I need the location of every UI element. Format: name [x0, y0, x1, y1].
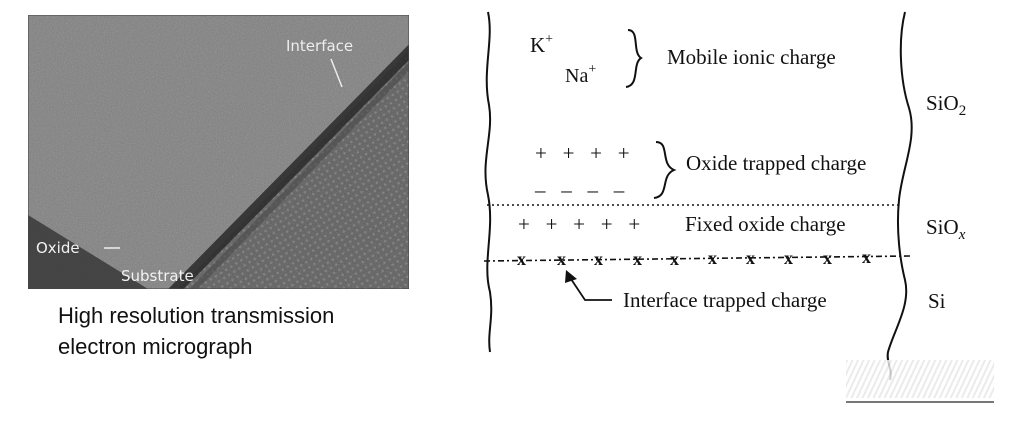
region-label-siox: SiOx [926, 215, 966, 243]
fixed-plus-row: + + + + + [518, 212, 640, 236]
trap-mark: x [746, 248, 755, 268]
caption-line-1: High resolution transmission [58, 303, 335, 328]
right-boundary-line [886, 11, 913, 381]
trap-mark: x [823, 248, 832, 268]
trap-mark: x [557, 249, 566, 269]
interface-trapped-label: Interface trapped charge [623, 288, 827, 312]
tem-micrograph: Interface Oxide Substrate [28, 15, 409, 289]
interface-trapped-arrow [570, 278, 612, 301]
oxide-minus-row: – – – – [534, 178, 625, 202]
scan-artifact [846, 360, 994, 398]
fixed-oxide-label: Fixed oxide charge [685, 212, 846, 236]
oxide-trapped-brace [653, 141, 677, 199]
ion-k: K+ [530, 32, 553, 57]
scan-underline [846, 401, 994, 403]
region-label-sio2: SiO2 [926, 91, 966, 119]
mobile-ionic-label: Mobile ionic charge [667, 45, 836, 69]
trap-mark: x [784, 248, 793, 268]
oxide-plus-row: + + + + [535, 141, 630, 165]
trap-mark: x [594, 249, 603, 269]
mobile-brace [625, 29, 643, 88]
caption-line-2: electron micrograph [58, 334, 253, 359]
ion-na: Na+ [565, 62, 596, 87]
trap-mark: x [862, 247, 871, 267]
region-label-si: Si [928, 289, 946, 313]
trap-mark: x [670, 249, 679, 269]
left-boundary-line [484, 11, 493, 353]
micrograph-caption: High resolution transmission electron mi… [58, 300, 418, 362]
oxide-charge-diagram: K+ Na+ Mobile ionic charge + + + + – – –… [470, 0, 1030, 423]
trap-mark: x [517, 249, 526, 269]
oxide-trapped-label: Oxide trapped charge [686, 151, 866, 175]
micrograph-label-substrate: Substrate [121, 267, 194, 285]
interface-pointer [330, 58, 343, 88]
micrograph-label-oxide: Oxide [36, 239, 80, 257]
interface-trap-marks: x x x x x x x x x x [517, 247, 871, 269]
arrowhead-icon [565, 270, 577, 283]
trap-mark: x [633, 249, 642, 269]
siox-si-interface [483, 255, 911, 262]
trap-mark: x [708, 248, 717, 268]
micrograph-label-interface: Interface [286, 37, 353, 55]
